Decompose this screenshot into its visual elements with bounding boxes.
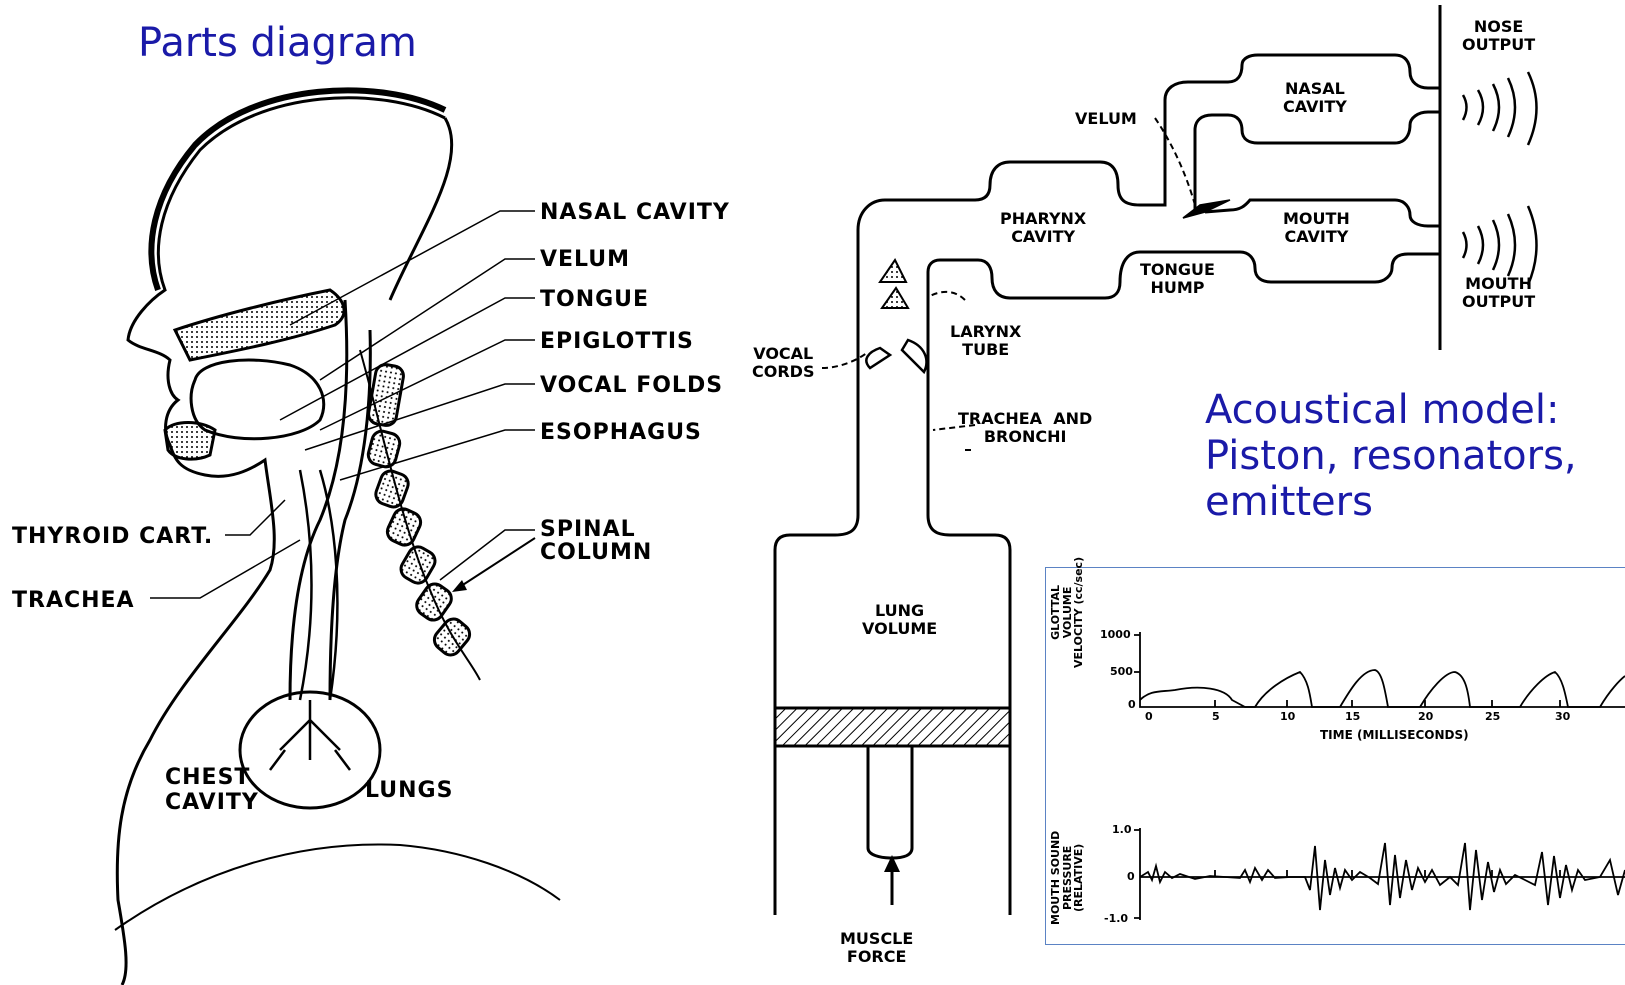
xtick-0: 0 [1145,710,1153,723]
top-plot-axes [1140,632,1625,707]
xtick-25: 25 [1485,710,1500,723]
ytick-1.0: 1.0 [1112,823,1132,836]
xtick-20: 20 [1418,710,1433,723]
ytick-0-bottom: 0 [1127,870,1135,883]
x-axis-label: TIME (MILLISECONDS) [1320,728,1469,742]
xtick-10: 10 [1280,710,1295,723]
xtick-5: 5 [1212,710,1220,723]
ytick-500: 500 [1110,665,1133,678]
xtick-15: 15 [1345,710,1360,723]
ytick-1000: 1000 [1100,628,1131,641]
ytick-0-top: 0 [1128,698,1136,711]
glottal-velocity-trace [1140,670,1625,707]
ytick-neg1.0: -1.0 [1104,912,1128,925]
top-ylabel: GLOTTAL VOLUME VELOCITY (cc/sec) [1050,557,1085,668]
bottom-ylabel: MOUTH SOUND PRESSURE (RELATIVE) [1050,831,1085,925]
xtick-30: 30 [1555,710,1570,723]
